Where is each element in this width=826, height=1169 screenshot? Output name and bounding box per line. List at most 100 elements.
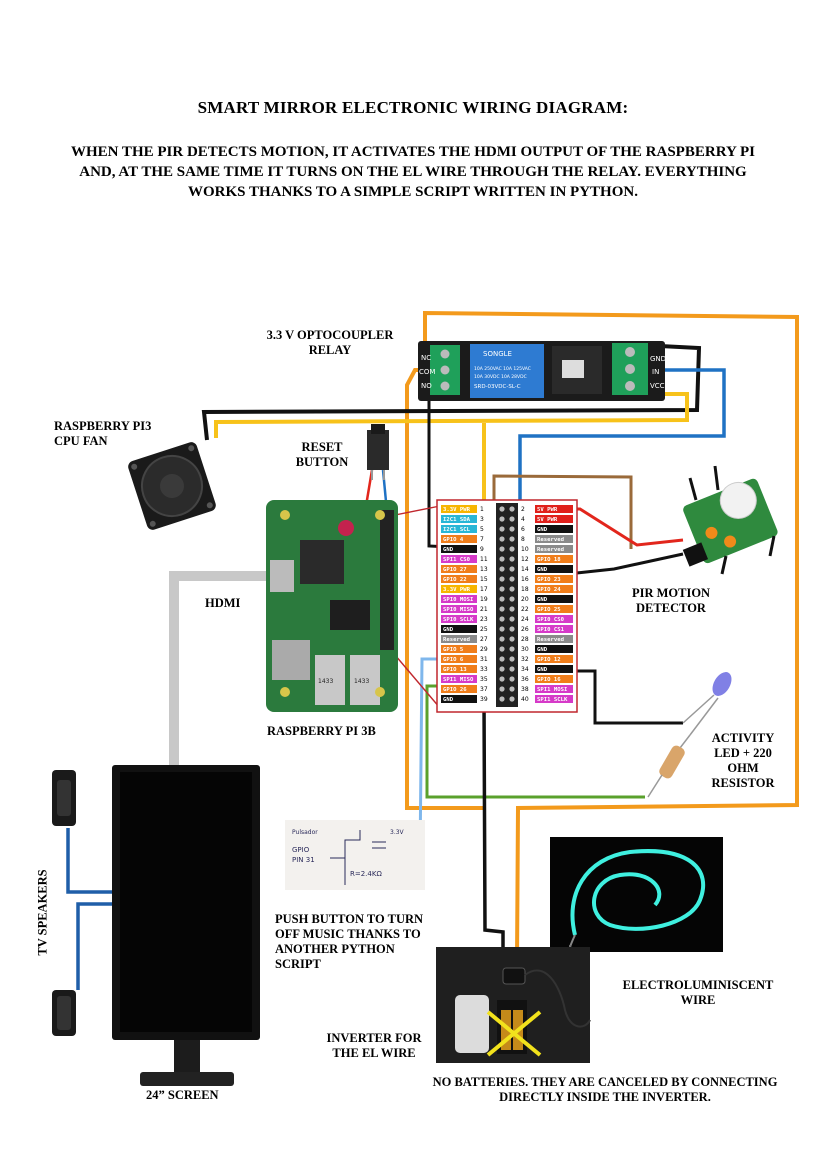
gpio-pin <box>499 546 505 552</box>
gpio-right-num: 32 <box>521 656 529 663</box>
wire-yellow-fan <box>214 392 689 438</box>
gpio-pin <box>509 636 515 642</box>
gpio-right-swatch <box>535 595 573 603</box>
gpio-right-num: 14 <box>521 566 529 573</box>
gpio-left-label: Reserved <box>443 637 470 643</box>
gpio-pin <box>509 606 515 612</box>
speaker-top <box>52 770 76 826</box>
sketch-text-2: GPIO <box>292 846 310 854</box>
gpio-left-label: 3.3V PWR <box>443 507 471 513</box>
gpio-left-swatch <box>441 565 477 573</box>
gpio-left-swatch <box>441 585 477 593</box>
gpio-right-num: 12 <box>521 556 529 563</box>
label-pushbutton: PUSH BUTTON TO TURN OFF MUSIC THANKS TO … <box>275 912 424 971</box>
gpio-left-swatch <box>441 685 477 693</box>
gpio-right-swatch <box>535 565 573 573</box>
relay-vcc-label: VCC <box>650 382 665 390</box>
gpio-pin <box>509 696 515 702</box>
relay-gnd-label: GND <box>650 355 666 363</box>
wire-green-led <box>425 684 645 799</box>
pir-legs <box>688 465 776 575</box>
label-reset: RESET BUTTON <box>295 440 349 469</box>
sketch-text-3: PIN 31 <box>292 856 315 864</box>
label-relay: 3.3 V OPTOCOUPLER RELAY <box>266 328 394 357</box>
gpio-left-swatch <box>441 635 477 643</box>
gpio-left-num: 9 <box>480 546 484 553</box>
sketch-text-4: 3.3V <box>390 829 405 836</box>
gpio-left-label: I2C1 SDA <box>443 517 471 523</box>
label-elwire: ELECTROLUMINISCENT WIRE <box>622 978 774 1007</box>
gpio-right-swatch <box>535 605 573 613</box>
reset-button <box>367 424 389 480</box>
gpio-pin <box>499 506 505 512</box>
gpio-left-num: 27 <box>480 636 488 643</box>
gpio-left-num: 17 <box>480 586 488 593</box>
gpio-right-swatch <box>535 505 573 513</box>
gpio-left-num: 29 <box>480 646 488 653</box>
gpio-left-swatch <box>441 575 477 583</box>
relay-no-label: NO <box>421 382 432 390</box>
label-batteries: NO BATTERIES. THEY ARE CANCELED BY CONNE… <box>432 1075 778 1104</box>
gpio-right-swatch <box>535 645 573 653</box>
gpio-pin <box>499 676 505 682</box>
gpio-right-label: GPIO 23 <box>537 577 561 583</box>
gpio-pin <box>509 526 515 532</box>
gpio-right-num: 2 <box>521 506 525 513</box>
gpio-right-num: 10 <box>521 546 529 553</box>
gpio-pin <box>509 686 515 692</box>
gpio-right-label: GPIO 12 <box>537 657 561 663</box>
gpio-left-swatch <box>441 645 477 653</box>
gpio-left-swatch <box>441 615 477 623</box>
gpio-right-num: 24 <box>521 616 529 623</box>
label-fan: RASPBERRY PI3 CPU FAN <box>54 419 152 448</box>
gpio-right-swatch <box>535 695 573 703</box>
gpio-left-swatch <box>441 605 477 613</box>
gpio-right-num: 30 <box>521 646 529 653</box>
gpio-pin <box>509 586 515 592</box>
label-speakers: TV SPEAKERS <box>35 869 50 956</box>
gpio-right-label: GPIO 24 <box>537 587 561 593</box>
gpio-left-label: GND <box>443 627 454 633</box>
gpio-right-label: SPI0 CS0 <box>537 617 565 623</box>
inverter-photo <box>436 947 591 1063</box>
wire-blue-relay-in <box>518 368 726 580</box>
gpio-left-num: 25 <box>480 626 488 633</box>
raspberry-pi-board: 1433 1433 <box>266 500 398 712</box>
gpio-pin <box>499 566 505 572</box>
gpio-right-swatch <box>535 545 573 553</box>
gpio-right-label: GND <box>537 567 548 573</box>
relay-brand: SONGLE <box>483 350 512 358</box>
gpio-right-label: Reserved <box>537 547 564 553</box>
gpio-pin <box>499 556 505 562</box>
gpio-right-swatch <box>535 585 573 593</box>
gpio-right-num: 26 <box>521 626 529 633</box>
relay-spec-3: SRD-03VDC-SL-C <box>474 384 521 390</box>
sketch-text-5: R=2.4KΩ <box>350 870 382 878</box>
label-inverter: INVERTER FOR THE EL WIRE <box>326 1031 422 1060</box>
wire-orange-relay-com <box>405 368 485 810</box>
speaker-bottom <box>52 990 76 1036</box>
gpio-left-label: GND <box>443 547 454 553</box>
gpio-right-num: 16 <box>521 576 529 583</box>
gpio-right-swatch <box>535 655 573 663</box>
wire-black-inverter <box>482 699 505 965</box>
gpio-left-swatch <box>441 675 477 683</box>
gpio-pin <box>509 576 515 582</box>
gpio-pin <box>509 506 515 512</box>
wire-black-fan <box>201 344 702 441</box>
gpio-left-swatch <box>441 695 477 703</box>
gpio-pin <box>499 636 505 642</box>
gpio-left-num: 23 <box>480 616 488 623</box>
gpio-left-label: GPIO 6 <box>443 657 464 663</box>
relay-com-label: COM <box>419 368 435 376</box>
gpio-left-label: GPIO 27 <box>443 567 467 573</box>
gpio-right-label: SPI1 MOSI <box>537 687 567 693</box>
gpio-left-label: GPIO 22 <box>443 577 467 583</box>
gpio-pin <box>509 616 515 622</box>
gpio-left-label: SPI1 MISO <box>443 677 474 683</box>
gpio-right-swatch <box>535 615 573 623</box>
gpio-left-num: 39 <box>480 696 488 703</box>
gpio-right-swatch <box>535 625 573 633</box>
gpio-right-label: GND <box>537 597 548 603</box>
